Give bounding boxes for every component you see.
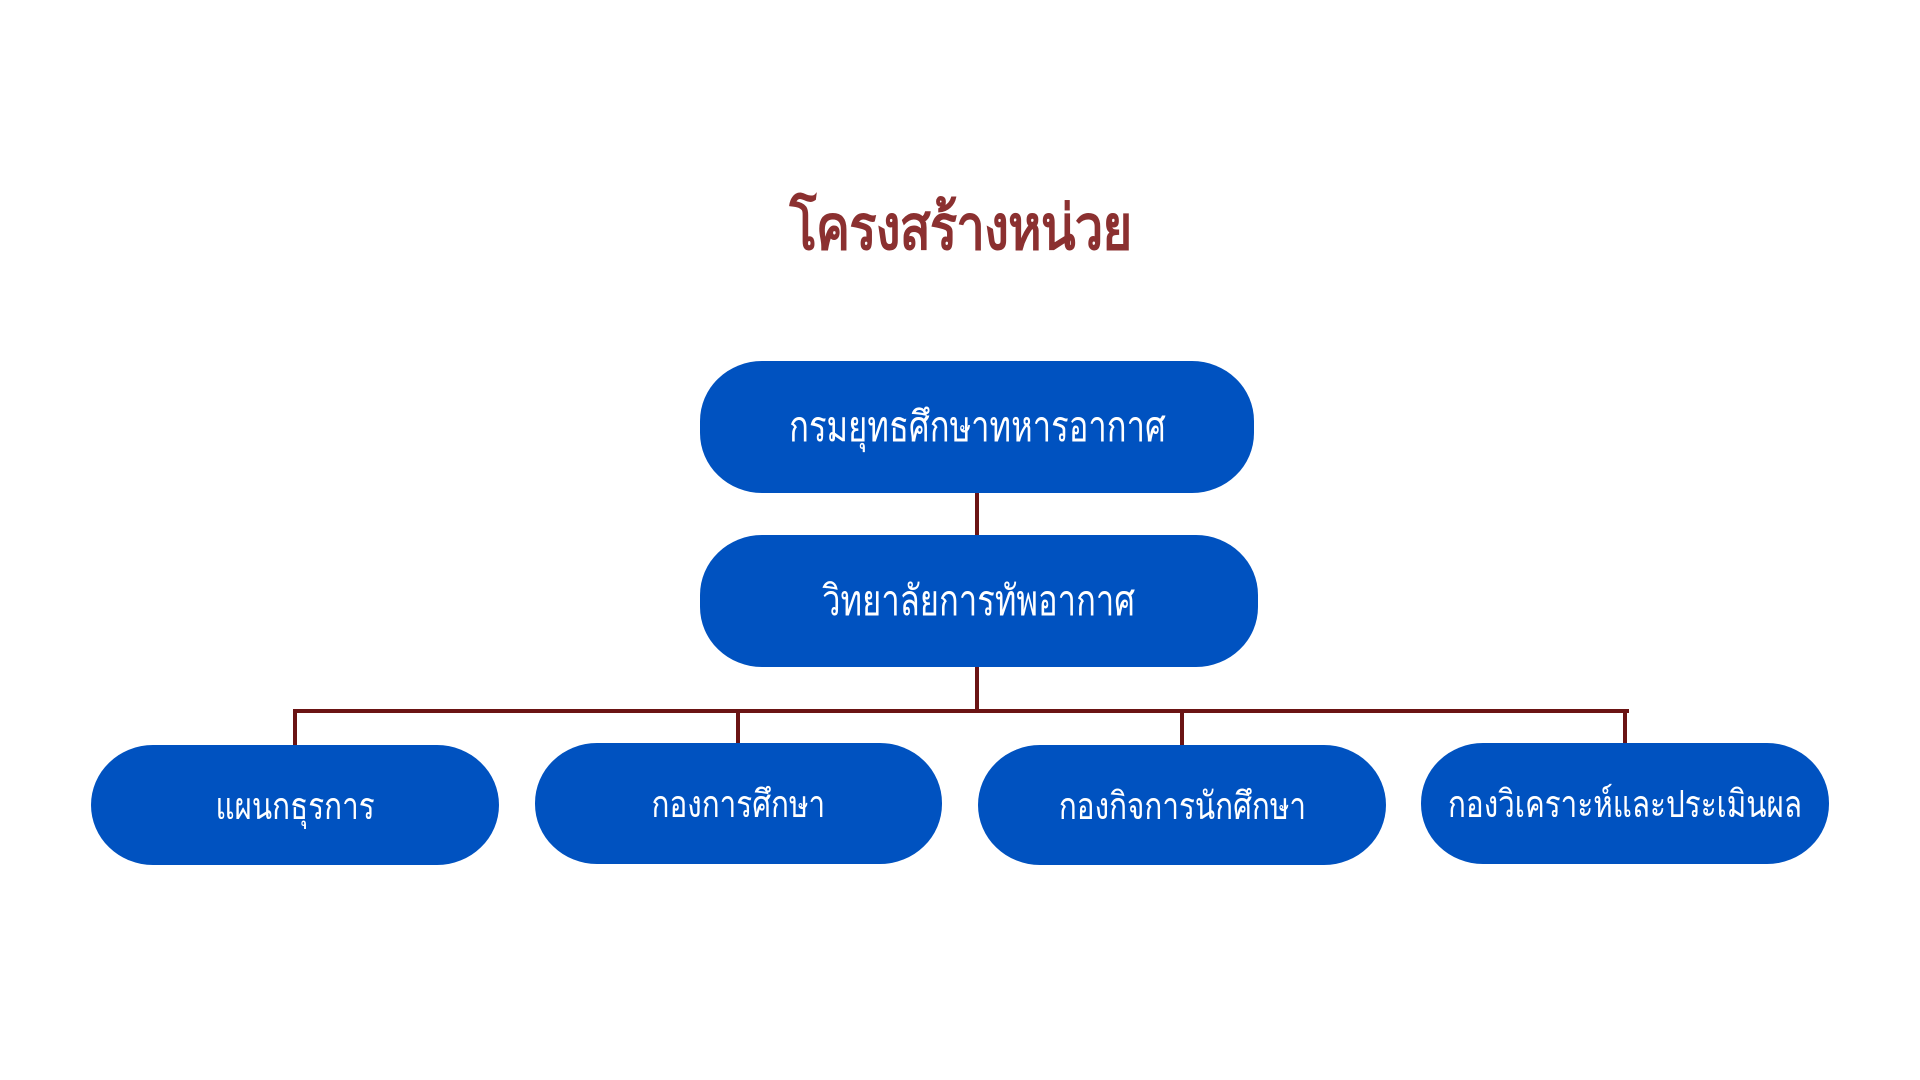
org-node-level1: วิทยาลัยการทัพอากาศ: [700, 535, 1258, 667]
connector-horizontal-bus: [293, 709, 1629, 713]
org-node-root: กรมยุทธศึกษาทหารอากาศ: [700, 361, 1254, 493]
org-node-child-label: กองการศึกษา: [651, 782, 826, 826]
page-title: โครงสร้างหน่วย: [0, 188, 1920, 268]
org-node-child-label: กองกิจการนักศึกษา: [1058, 783, 1306, 828]
connector-bus-to-child-1: [293, 709, 297, 745]
org-node-child-1: แผนกธุรการ: [91, 745, 499, 865]
org-node-root-label: กรมยุทธศึกษาทหารอากาศ: [788, 402, 1166, 451]
connector-root-to-level1: [975, 493, 979, 535]
connector-bus-to-child-3: [1180, 709, 1184, 745]
org-node-child-3: กองกิจการนักศึกษา: [978, 745, 1386, 865]
page-title-text: โครงสร้างหน่วย: [789, 191, 1132, 264]
org-node-level1-label: วิทยาลัยการทัพอากาศ: [822, 576, 1136, 625]
org-node-child-4: กองวิเคราะห์และประเมินผล: [1421, 743, 1829, 864]
org-node-child-label: กองวิเคราะห์และประเมินผล: [1447, 782, 1803, 826]
org-node-child-2: กองการศึกษา: [535, 743, 942, 864]
org-node-child-label: แผนกธุรการ: [215, 783, 375, 828]
connector-bus-to-child-2: [736, 709, 740, 743]
connector-level1-to-bus: [975, 667, 979, 712]
connector-bus-to-child-4: [1623, 709, 1627, 743]
